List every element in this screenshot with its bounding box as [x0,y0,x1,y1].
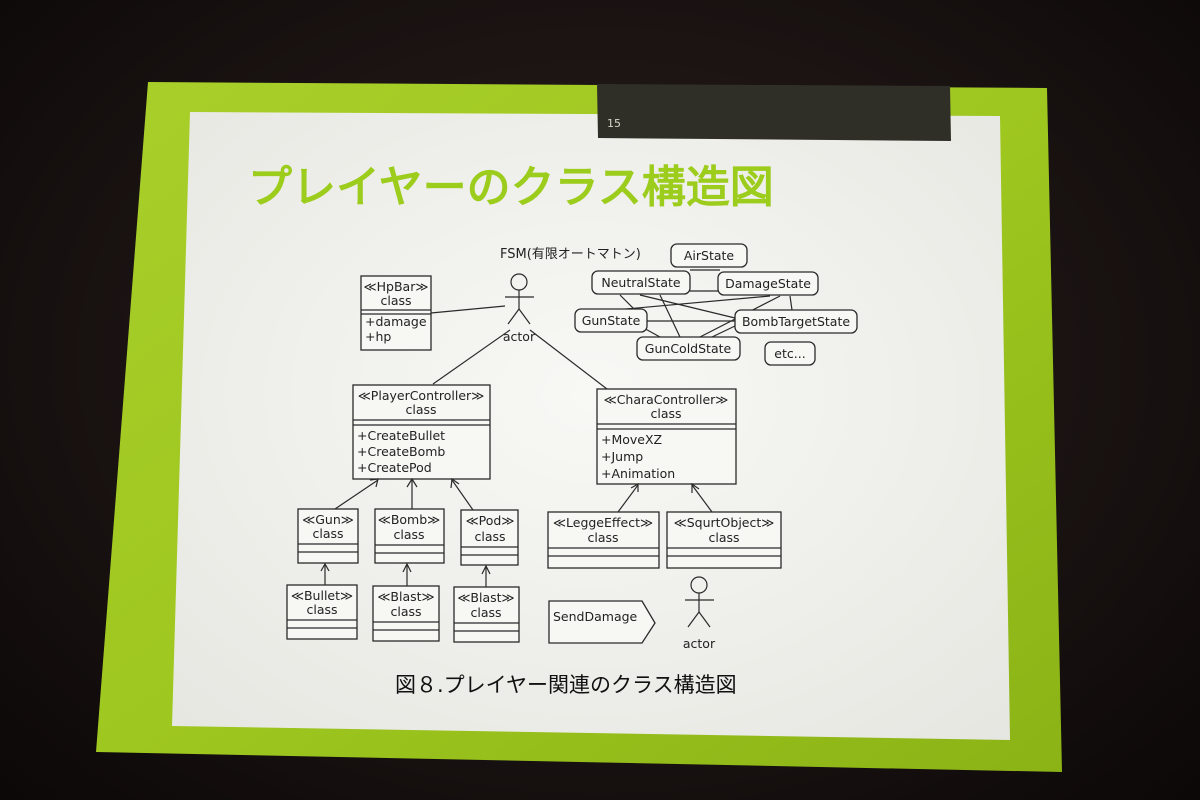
fsm-label: FSM(有限オートマトン) [500,247,641,262]
svg-text:class: class [470,605,501,620]
svg-text:≪CharaController≫: ≪CharaController≫ [604,392,729,407]
state-gun: GunState [574,308,648,333]
state-neutral: NeutralState [591,270,691,295]
svg-text:SendDamage: SendDamage [553,609,638,624]
class-blast-1: ≪Blast≫ class [372,585,440,642]
chara-inheritance-arrows [617,482,713,513]
svg-text:GunState: GunState [582,313,641,328]
class-pod: ≪Pod≫ class [460,509,519,566]
svg-text:≪Gun≫: ≪Gun≫ [302,512,354,527]
svg-text:+CreateBomb: +CreateBomb [357,444,445,459]
svg-text:class: class [405,402,436,417]
slide-panel [172,112,1010,740]
hpbar-actor-link [430,305,506,314]
slide-number: 15 [607,117,621,130]
actor-bottom: actor [683,576,716,651]
svg-text:+Jump: +Jump [601,449,643,464]
svg-text:class: class [390,604,421,619]
player-inheritance-arrows [334,477,474,511]
svg-text:≪Blast≫: ≪Blast≫ [377,589,434,604]
figure-caption: 図８.プレイヤー関連のクラス構造図 [395,673,737,697]
actor-chara-link [529,329,608,390]
slide-title: プレイヤーのクラス構造図 [248,162,774,213]
svg-text:class: class [380,293,411,308]
signal-send-damage: SendDamage [548,600,656,644]
class-player-controller: ≪PlayerController≫ class +CreateBullet +… [352,384,491,480]
svg-text:≪Bullet≫: ≪Bullet≫ [291,588,353,603]
svg-text:actor: actor [503,329,536,344]
svg-text:BombTargetState: BombTargetState [742,314,850,329]
svg-text:≪PlayerController≫: ≪PlayerController≫ [358,388,485,403]
svg-text:≪Blast≫: ≪Blast≫ [457,590,514,605]
svg-text:GunColdState: GunColdState [645,341,732,356]
actor-head-icon [510,273,528,291]
class-legge-effect: ≪LeggeEffect≫ class [547,511,660,569]
actor-player-link [432,329,511,385]
actor-head-icon [690,576,708,594]
svg-text:etc...: etc... [774,346,805,361]
svg-text:+MoveXZ: +MoveXZ [601,432,662,447]
class-chara-controller: ≪CharaController≫ class +MoveXZ +Jump +A… [596,388,737,485]
svg-text:≪Pod≫: ≪Pod≫ [466,513,515,528]
svg-text:+CreateBullet: +CreateBullet [357,428,445,443]
svg-text:class: class [650,406,681,421]
class-squrt-object: ≪SqurtObject≫ class [666,511,782,569]
svg-text:≪SqurtObject≫: ≪SqurtObject≫ [674,515,775,530]
svg-text:≪Bomb≫: ≪Bomb≫ [378,512,441,527]
svg-text:AirState: AirState [684,248,735,263]
slide-number-badge [597,84,951,141]
state-damage: DamageState [717,271,819,296]
class-blast-2: ≪Blast≫ class [453,586,520,643]
svg-text:class: class [587,530,618,545]
state-etc: etc... [764,341,816,366]
svg-text:DamageState: DamageState [725,276,811,291]
svg-text:NeutralState: NeutralState [601,275,681,290]
child-arrows [320,562,491,587]
svg-text:class: class [306,602,337,617]
svg-text:≪HpBar≫: ≪HpBar≫ [364,279,429,294]
svg-text:class: class [708,530,739,545]
svg-text:class: class [393,527,424,542]
svg-text:+damage: +damage [365,314,427,329]
state-air: AirState [670,243,748,268]
svg-text:class: class [312,526,343,541]
actor-top: actor [503,273,536,344]
state-bomb-target: BombTargetState [734,309,858,334]
class-gun: ≪Gun≫ class [297,508,359,564]
svg-text:+Animation: +Animation [601,466,675,481]
svg-text:+hp: +hp [365,329,391,344]
svg-text:actor: actor [683,636,716,651]
class-bomb: ≪Bomb≫ class [374,508,445,564]
svg-text:+CreatePod: +CreatePod [357,460,432,475]
class-bullet: ≪Bullet≫ class [286,584,358,640]
state-gun-cold: GunColdState [636,336,741,361]
class-hpbar: ≪HpBar≫ class +damage +hp [360,275,432,351]
svg-text:class: class [474,529,505,544]
svg-text:≪LeggeEffect≫: ≪LeggeEffect≫ [553,515,653,530]
